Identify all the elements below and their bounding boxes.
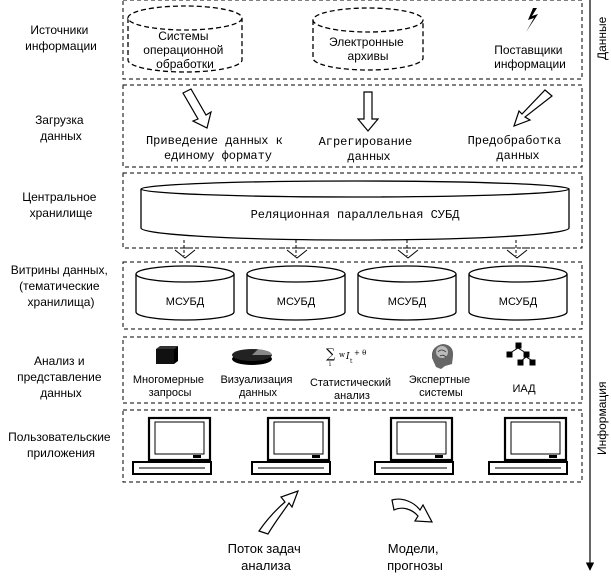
warehouse-to-marts-arrows — [170, 240, 530, 259]
expert-systems: Экспертные системы — [409, 344, 474, 399]
section-warehouse — [122, 172, 583, 249]
data-axis-label: Данные — [595, 16, 609, 60]
visualization: Визуализация данных — [220, 349, 295, 399]
svg-text:МСУБД: МСУБД — [166, 296, 205, 308]
arrow-down-right-icon — [182, 88, 212, 129]
svg-text:t: t — [350, 358, 353, 365]
terminal-icon-3 — [374, 416, 454, 475]
svg-text:Поставщики информации: Поставщики информации — [494, 43, 566, 71]
svg-text:МСУБД: МСУБД — [388, 296, 427, 308]
row-label-analysis: Анализ и представление данных — [17, 354, 105, 400]
svg-text:Визуализация данных: Визуализация данных — [220, 374, 295, 399]
task-flow-text: Поток задач анализа — [228, 541, 305, 573]
cube-icon — [156, 346, 178, 364]
formula-icon: ∑ i w I t + θ — [326, 347, 366, 368]
svg-text:Системы операционной: Системы операционной обработки — [143, 29, 226, 71]
head-icon — [432, 344, 454, 369]
split-arrow-icon — [170, 240, 198, 259]
task-flow-arrow-icon — [258, 490, 300, 535]
models-flow-arrow-icon — [391, 498, 434, 523]
row-label-warehouse: Центральное хранилище — [22, 190, 100, 220]
row-label-datamarts: Витрины данных, (тематические хранилища) — [11, 263, 111, 309]
information-axis-label: Информация — [595, 382, 609, 455]
datamart-cylinder-4: МСУБД — [468, 265, 568, 321]
split-arrow-icon — [502, 240, 530, 259]
models-flow-text: Модели, прогнозы — [387, 541, 443, 573]
svg-text:I: I — [345, 352, 350, 362]
row-label-sources: Источники информации — [25, 23, 97, 53]
svg-text:∑: ∑ — [326, 347, 336, 362]
svg-text:МСУБД: МСУБД — [499, 296, 538, 308]
aggregation-text: Агрегирование данных — [319, 135, 420, 164]
terminal-icon-4 — [488, 416, 568, 475]
split-arrow-icon — [393, 240, 421, 259]
relational-dbms-cylinder: Реляционная параллельная СУБД — [140, 180, 570, 241]
svg-text:Многомерные запросы: Многомерные запросы — [133, 374, 207, 399]
svg-text:i: i — [329, 361, 331, 368]
information-providers: Поставщики информации — [494, 8, 566, 71]
section-applications — [122, 409, 583, 483]
datamart-cylinder-1: МСУБД — [135, 265, 235, 321]
loading-arrows — [182, 88, 553, 132]
svg-text:Статистический анализ: Статистический анализ — [310, 377, 394, 402]
section-sources — [122, 0, 583, 80]
svg-text:Реляционная параллельная СУБД: Реляционная параллельная СУБД — [251, 208, 461, 222]
datamart-cylinder-2: МСУБД — [246, 265, 346, 321]
row-label-applications: Пользовательские приложения — [8, 430, 114, 460]
section-datamarts — [122, 261, 583, 330]
arrow-down-icon — [356, 91, 380, 132]
data-mining: ИАД — [506, 342, 536, 395]
terminal-icon-2 — [251, 416, 331, 475]
svg-text:ИАД: ИАД — [512, 383, 536, 395]
tree-icon — [506, 342, 536, 366]
arrow-down-left-icon — [513, 89, 553, 128]
chart-disk-icon — [232, 349, 272, 365]
bringing-format-text: Приведение данных к единому формату — [146, 134, 290, 163]
svg-text:w: w — [339, 351, 345, 359]
lightning-icon — [526, 8, 538, 32]
electronic-archives-cylinder: Электронные архивы — [312, 7, 424, 71]
oltp-systems-cylinder: Системы операционной обработки — [127, 5, 243, 73]
svg-text:+ θ: + θ — [354, 349, 366, 357]
section-loading — [122, 84, 583, 168]
split-arrow-icon — [282, 240, 310, 259]
row-label-loading: Загрузка данных — [35, 113, 87, 143]
datamart-cylinder-3: МСУБД — [357, 265, 457, 321]
section-analysis — [122, 336, 583, 404]
terminal-icon-1 — [132, 416, 212, 475]
svg-text:Экспертные системы: Экспертные системы — [409, 374, 474, 399]
svg-text:Электронные архивы: Электронные архивы — [329, 35, 407, 63]
olap-queries: Многомерные запросы — [133, 346, 207, 399]
svg-text:МСУБД: МСУБД — [277, 296, 316, 308]
preprocessing-text: Предобработка данных — [468, 134, 569, 163]
statistical-analysis: ∑ i w I t + θ Статистический анализ — [310, 347, 394, 402]
